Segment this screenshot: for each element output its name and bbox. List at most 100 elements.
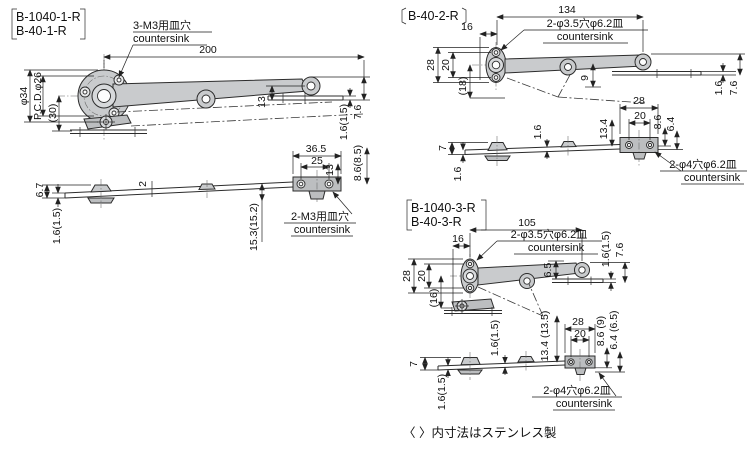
callout-plate-countersink: 3-M3用皿穴 countersink: [118, 18, 212, 78]
callout-plate-countersink: 2-φ3.5穴φ6.2皿 countersink: [476, 227, 602, 261]
dim-end-plate-width: 36.5: [292, 143, 342, 174]
dim-bar-thickness-left: 1.6(1.5): [51, 184, 65, 244]
callout-end-countersink: 2-M3用皿穴 countersink: [284, 191, 356, 237]
svg-text:2-φ3.5穴φ6.2皿: 2-φ3.5穴φ6.2皿: [547, 16, 624, 30]
dim-end-plate-width: 28: [619, 95, 659, 134]
side-view: 134 16 2-φ3.5穴φ6.2皿 countersink 28: [425, 4, 745, 104]
svg-text:1.6: 1.6: [713, 81, 725, 96]
dim-end-hole-pitch: 25: [300, 155, 330, 179]
phantom-open-line: [116, 101, 333, 113]
svg-text:20: 20: [634, 110, 646, 122]
dim-bar-thickness-left: 1.6: [452, 142, 466, 181]
svg-text:13: 13: [256, 96, 268, 108]
svg-text:16: 16: [461, 21, 473, 33]
svg-text:1.6(1.5): 1.6(1.5): [489, 320, 501, 356]
dim-bar-thickness-mid: 1.6(1.5): [489, 320, 508, 375]
model-label: B-1040-3-R B-40-3-R: [406, 199, 487, 231]
mid-boss: [517, 351, 535, 372]
svg-text:7.6: 7.6: [614, 243, 626, 258]
svg-text:13.4: 13.4: [598, 119, 610, 140]
dim-hole-pitch: 20: [416, 263, 464, 289]
svg-text:7.6: 7.6: [352, 105, 364, 120]
svg-text:2-φ3.5穴φ6.2皿: 2-φ3.5穴φ6.2皿: [511, 227, 588, 241]
countersink-holes: [465, 259, 475, 293]
svg-text:countersink: countersink: [556, 398, 613, 410]
drawing-b-1040-3-r: B-1040-3-R B-40-3-R: [401, 199, 630, 411]
dim-bar-thickness-mid: 1.6: [532, 125, 550, 159]
svg-text:16: 16: [452, 233, 464, 245]
svg-text:36.5: 36.5: [306, 143, 327, 155]
dim-plate-height: 28: [425, 46, 489, 84]
folded-link: [444, 298, 502, 316]
dim-arm-length: 134: [496, 4, 644, 52]
flat-view: 6.7 1.6(1.5) 2 15.3(15.2): [34, 143, 370, 251]
svg-text:1.6: 1.6: [532, 125, 544, 140]
svg-text:countersink: countersink: [528, 242, 585, 254]
svg-text:countersink: countersink: [557, 31, 614, 43]
dim-bar-thickness-right: 1.6(1.5): [600, 231, 616, 291]
dim-end-plate-width: 28: [564, 316, 596, 353]
drawing-b-1040-1-r: B-1040-1-R B-40-1-R: [11, 8, 370, 251]
dim-flat-height: 7: [408, 356, 461, 371]
flat-view: 7 1.6(1.5) 1.6(1.5) 13.4 (13.5) 28: [408, 310, 625, 411]
flat-view: 7 1.6 1.6 28 20: [437, 95, 747, 185]
svg-text:1.6(1.5): 1.6(1.5): [436, 374, 448, 410]
svg-text:3-M3用皿穴: 3-M3用皿穴: [133, 18, 191, 32]
dim-end-offset2: 6.4: [658, 117, 683, 151]
slide-bar: [267, 93, 344, 103]
svg-text:2: 2: [137, 181, 149, 187]
dim-hole-offset: 16: [461, 21, 498, 80]
svg-text:P.C.D.φ26: P.C.D.φ26: [32, 72, 44, 120]
svg-text:φ34: φ34: [18, 87, 30, 106]
dim-end-total-height: 7.6: [590, 243, 630, 284]
svg-text:2-φ4穴φ6.2皿: 2-φ4穴φ6.2皿: [669, 157, 736, 171]
callout-plate-countersink: 2-φ3.5穴φ6.2皿 countersink: [500, 16, 648, 51]
left-boss: [457, 352, 483, 380]
dim-flat-height: 7: [437, 141, 488, 156]
folded-link: [70, 114, 147, 137]
phantom-open-line: [557, 72, 572, 98]
mid-boss: [198, 180, 216, 198]
svg-text:2-M3用皿穴: 2-M3用皿穴: [291, 209, 349, 223]
dim-mid-thickness: 2: [137, 181, 153, 197]
svg-text:7.6: 7.6: [728, 81, 740, 96]
svg-text:8.6 (9): 8.6 (9): [595, 316, 607, 346]
dim-end-hole-pitch: 20: [570, 328, 590, 357]
model-name: B-40-2-R: [408, 9, 459, 23]
dim-plate-height: 28: [401, 258, 463, 294]
phantom-open-line: [130, 113, 364, 127]
dim-end-plate-height: 13: [324, 163, 341, 185]
svg-text:8.6: 8.6: [652, 115, 664, 130]
svg-text:1.6(1.5): 1.6(1.5): [338, 104, 350, 140]
stainless-note: 〈 〉内寸法はステンレス製: [403, 426, 556, 440]
svg-text:20: 20: [440, 59, 452, 71]
left-boss: [87, 179, 115, 208]
svg-text:25: 25: [311, 155, 323, 167]
dim-mid-height: 6.5: [542, 260, 564, 280]
phantom-open-line: [477, 286, 544, 317]
svg-text:(16): (16): [428, 289, 440, 308]
model-name: B-1040-3-R: [411, 201, 476, 215]
slide-bar: [612, 69, 702, 78]
dim-open-offset: (18): [457, 64, 505, 99]
svg-text:(18): (18): [457, 77, 469, 96]
svg-text:13.4 (13.5): 13.4 (13.5): [539, 311, 551, 362]
dim-open-offset: (16): [428, 275, 452, 309]
svg-text:9: 9: [579, 75, 591, 81]
left-boss: [484, 136, 511, 166]
svg-text:200: 200: [199, 44, 217, 56]
callout-end-countersink: 2-φ4穴φ6.2皿 countersink: [532, 372, 622, 411]
countersink-holes: [491, 48, 501, 82]
dim-end-offset1: 8.6 (9): [595, 316, 612, 369]
svg-text:1.6(1.5): 1.6(1.5): [51, 208, 63, 244]
svg-text:6.4: 6.4: [665, 117, 677, 132]
model-label: B-1040-1-R B-40-1-R: [11, 8, 86, 40]
model-label: B-40-2-R: [401, 7, 467, 25]
dim-arm-length: 200: [103, 44, 365, 80]
svg-text:countersink: countersink: [133, 33, 190, 45]
svg-text:6.4 (6.5): 6.4 (6.5): [608, 310, 620, 349]
model-name: B-40-1-R: [16, 24, 67, 38]
dim-bar-thickness-left: 1.6(1.5): [436, 357, 451, 410]
